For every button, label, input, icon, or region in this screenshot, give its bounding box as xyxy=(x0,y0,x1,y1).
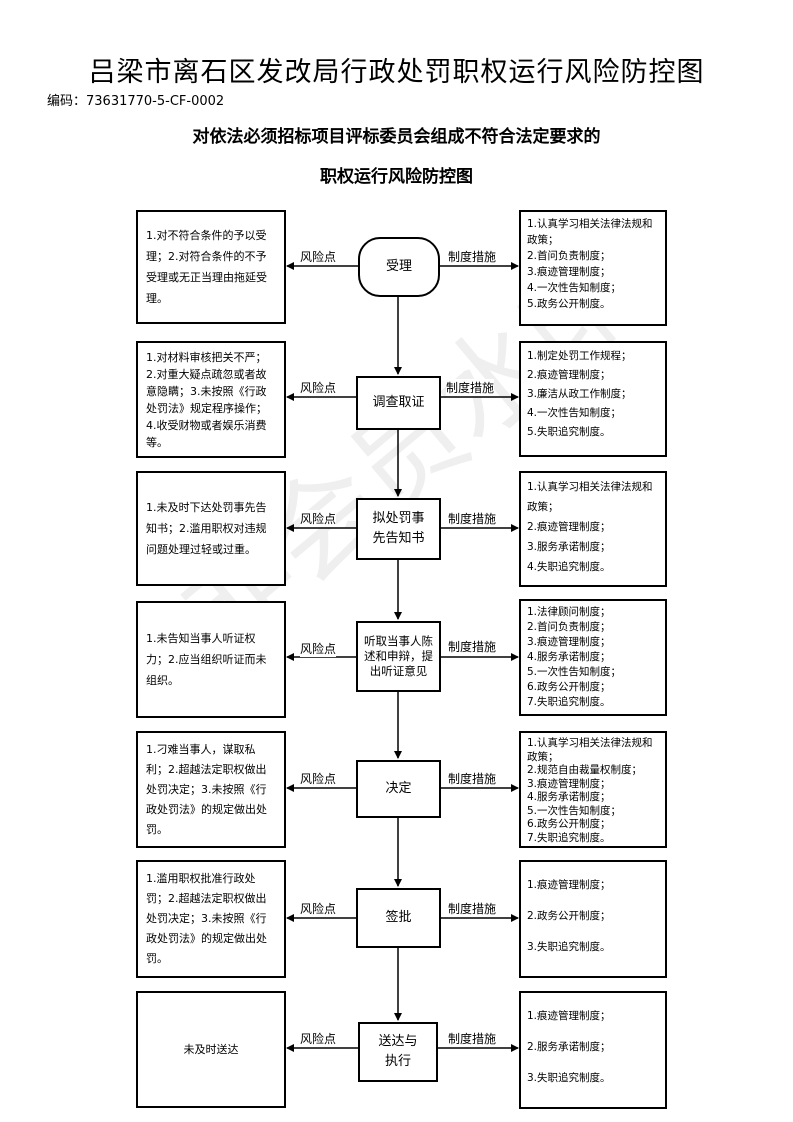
process-label-6: 签批 xyxy=(385,910,412,925)
measure-item: 1.认真学习相关法律法规和政策； xyxy=(527,737,653,763)
risk-text-7: 未及时送达 xyxy=(183,1043,239,1056)
measure-item: 2.首问负责制度； xyxy=(527,621,611,633)
measure-box-5: 1.认真学习相关法律法规和政策； 2.规范自由裁量权制度； 3.痕迹管理制度； … xyxy=(519,731,667,848)
process-label-4: 听取当事人陈述和申辩，提出听证意见 xyxy=(364,634,433,678)
process-step-1: 受理 xyxy=(358,237,440,297)
diagram-subtitle-line2: 职权运行风险防控图 xyxy=(320,167,473,187)
risk-label-5: 风险点 xyxy=(300,770,337,787)
measure-box-1: 1.认真学习相关法律法规和政策； 2.首问负责制度； 3.痕迹管理制度； 4.一… xyxy=(519,210,667,326)
measure-item: 3.失职追究制度。 xyxy=(527,941,611,953)
process-step-3: 拟处罚事先告知书 xyxy=(356,498,441,560)
process-label-3: 拟处罚事先告知书 xyxy=(372,511,425,546)
measure-item: 1.痕迹管理制度； xyxy=(527,879,611,891)
risk-box-2: 1.对材料审核把关不严；2.对重大疑点疏忽或者故意隐瞒；3.未按照《行政处罚法》… xyxy=(136,341,286,458)
measure-item: 1.认真学习相关法律法规和政策； xyxy=(527,481,653,513)
risk-text-5: 1.刁难当事人，谋取私利；2.超越法定职权做出处罚决定；3.未按照《行政处罚法》… xyxy=(146,742,267,836)
measure-item: 1.痕迹管理制度； xyxy=(527,1010,611,1022)
measure-label-7: 制度措施 xyxy=(448,1030,497,1047)
process-label-2: 调查取证 xyxy=(372,395,425,410)
process-step-6: 签批 xyxy=(356,888,441,948)
measure-label-2: 制度措施 xyxy=(446,379,495,396)
document-code: 编码：73631770-5-CF-0002 xyxy=(47,94,225,109)
risk-label-6: 风险点 xyxy=(300,900,337,917)
measure-item: 4.一次性告知制度； xyxy=(527,407,622,419)
measure-item: 2.政务公开制度； xyxy=(527,910,611,922)
measure-item: 3.痕迹管理制度； xyxy=(527,636,611,648)
risk-label-3: 风险点 xyxy=(300,510,337,527)
measure-label-1: 制度措施 xyxy=(448,248,497,265)
process-step-7: 送达与执行 xyxy=(358,1022,438,1082)
measure-item: 5.一次性告知制度； xyxy=(527,804,622,817)
measure-item: 2.首问负责制度； xyxy=(527,250,611,262)
measure-box-7: 1.痕迹管理制度； 2.服务承诺制度； 3.失职追究制度。 xyxy=(519,991,667,1109)
risk-box-6: 1.滥用职权批准行政处罚；2.超越法定职权做出处罚决定；3.未按照《行政处罚法》… xyxy=(136,860,286,978)
measure-item: 3.痕迹管理制度； xyxy=(527,266,611,278)
risk-text-2: 1.对材料审核把关不严；2.对重大疑点疏忽或者故意隐瞒；3.未按照《行政处罚法》… xyxy=(146,350,267,449)
measure-box-6: 1.痕迹管理制度； 2.政务公开制度； 3.失职追究制度。 xyxy=(519,860,667,978)
measure-item: 3.廉洁从政工作制度； xyxy=(527,388,632,400)
risk-text-3: 1.未及时下达处罚事先告知书；2.滥用职权对违规问题处理过轻或过重。 xyxy=(146,501,267,556)
measure-item: 5.一次性告知制度； xyxy=(527,666,622,678)
measure-item: 4.服务承诺制度； xyxy=(527,651,611,663)
risk-box-1: 1.对不符合条件的予以受理；2.对符合条件的不予受理或无正当理由拖延受理。 xyxy=(136,210,286,324)
measure-item: 5.政务公开制度。 xyxy=(527,298,611,310)
diagram-subtitle-line1: 对依法必须招标项目评标委员会组成不符合法定要求的 xyxy=(192,127,601,147)
measure-item: 4.失职追究制度。 xyxy=(527,561,611,573)
measure-label-6: 制度措施 xyxy=(448,900,497,917)
process-label-7: 送达与执行 xyxy=(378,1034,418,1069)
measure-item: 3.失职追究制度。 xyxy=(527,1072,611,1084)
risk-label-1: 风险点 xyxy=(300,248,337,265)
measure-label-4: 制度措施 xyxy=(448,638,497,655)
measure-item: 4.一次性告知制度； xyxy=(527,282,622,294)
measure-item: 7.失职追究制度。 xyxy=(527,831,611,844)
measure-box-4: 1.法律顾问制度； 2.首问负责制度； 3.痕迹管理制度； 4.服务承诺制度； … xyxy=(519,599,667,716)
measure-item: 4.服务承诺制度； xyxy=(527,791,611,803)
measure-item: 1.认真学习相关法律法规和政策； xyxy=(527,218,653,246)
measure-item: 1.法律顾问制度； xyxy=(527,606,611,618)
measure-item: 7.失职追究制度。 xyxy=(527,696,611,708)
risk-label-2: 风险点 xyxy=(300,379,337,396)
measure-box-3: 1.认真学习相关法律法规和政策； 2.痕迹管理制度； 3.服务承诺制度； 4.失… xyxy=(519,471,667,587)
risk-text-1: 1.对不符合条件的予以受理；2.对符合条件的不予受理或无正当理由拖延受理。 xyxy=(146,229,267,305)
process-step-5: 决定 xyxy=(356,760,441,818)
measure-item: 6.政务公开制度； xyxy=(527,681,611,693)
process-step-2: 调查取证 xyxy=(356,376,441,430)
page-title: 吕梁市离石区发改局行政处罚职权运行风险防控图 xyxy=(88,57,705,88)
process-label-1: 受理 xyxy=(385,259,412,274)
risk-box-7: 未及时送达 xyxy=(136,991,286,1108)
measure-item: 2.规范自由裁量权制度； xyxy=(527,764,643,776)
risk-label-7: 风险点 xyxy=(300,1030,337,1047)
measure-item: 2.服务承诺制度； xyxy=(527,1041,611,1053)
risk-box-4: 1.未告知当事人听证权力；2.应当组织听证而未组织。 xyxy=(136,601,286,718)
measure-label-5: 制度措施 xyxy=(448,770,497,787)
measure-item: 2.痕迹管理制度； xyxy=(527,521,611,533)
risk-text-4: 1.未告知当事人听证权力；2.应当组织听证而未组织。 xyxy=(146,632,267,687)
process-step-4: 听取当事人陈述和申辩，提出听证意见 xyxy=(356,621,441,692)
process-label-5: 决定 xyxy=(385,781,412,796)
measure-item: 3.痕迹管理制度； xyxy=(527,777,611,790)
measure-item: 1.制定处罚工作规程； xyxy=(527,350,632,362)
measure-box-2: 1.制定处罚工作规程； 2.痕迹管理制度； 3.廉洁从政工作制度； 4.一次性告… xyxy=(519,341,667,457)
measure-item: 6.政务公开制度； xyxy=(527,818,611,830)
risk-text-6: 1.滥用职权批准行政处罚；2.超越法定职权做出处罚决定；3.未按照《行政处罚法》… xyxy=(146,872,267,965)
risk-box-5: 1.刁难当事人，谋取私利；2.超越法定职权做出处罚决定；3.未按照《行政处罚法》… xyxy=(136,731,286,848)
measure-label-3: 制度措施 xyxy=(448,510,497,527)
measure-item: 2.痕迹管理制度； xyxy=(527,369,611,381)
risk-label-4: 风险点 xyxy=(300,640,337,657)
risk-box-3: 1.未及时下达处罚事先告知书；2.滥用职权对违规问题处理过轻或过重。 xyxy=(136,471,286,586)
measure-item: 5.失职追究制度。 xyxy=(527,426,611,438)
measure-item: 3.服务承诺制度； xyxy=(527,541,611,553)
